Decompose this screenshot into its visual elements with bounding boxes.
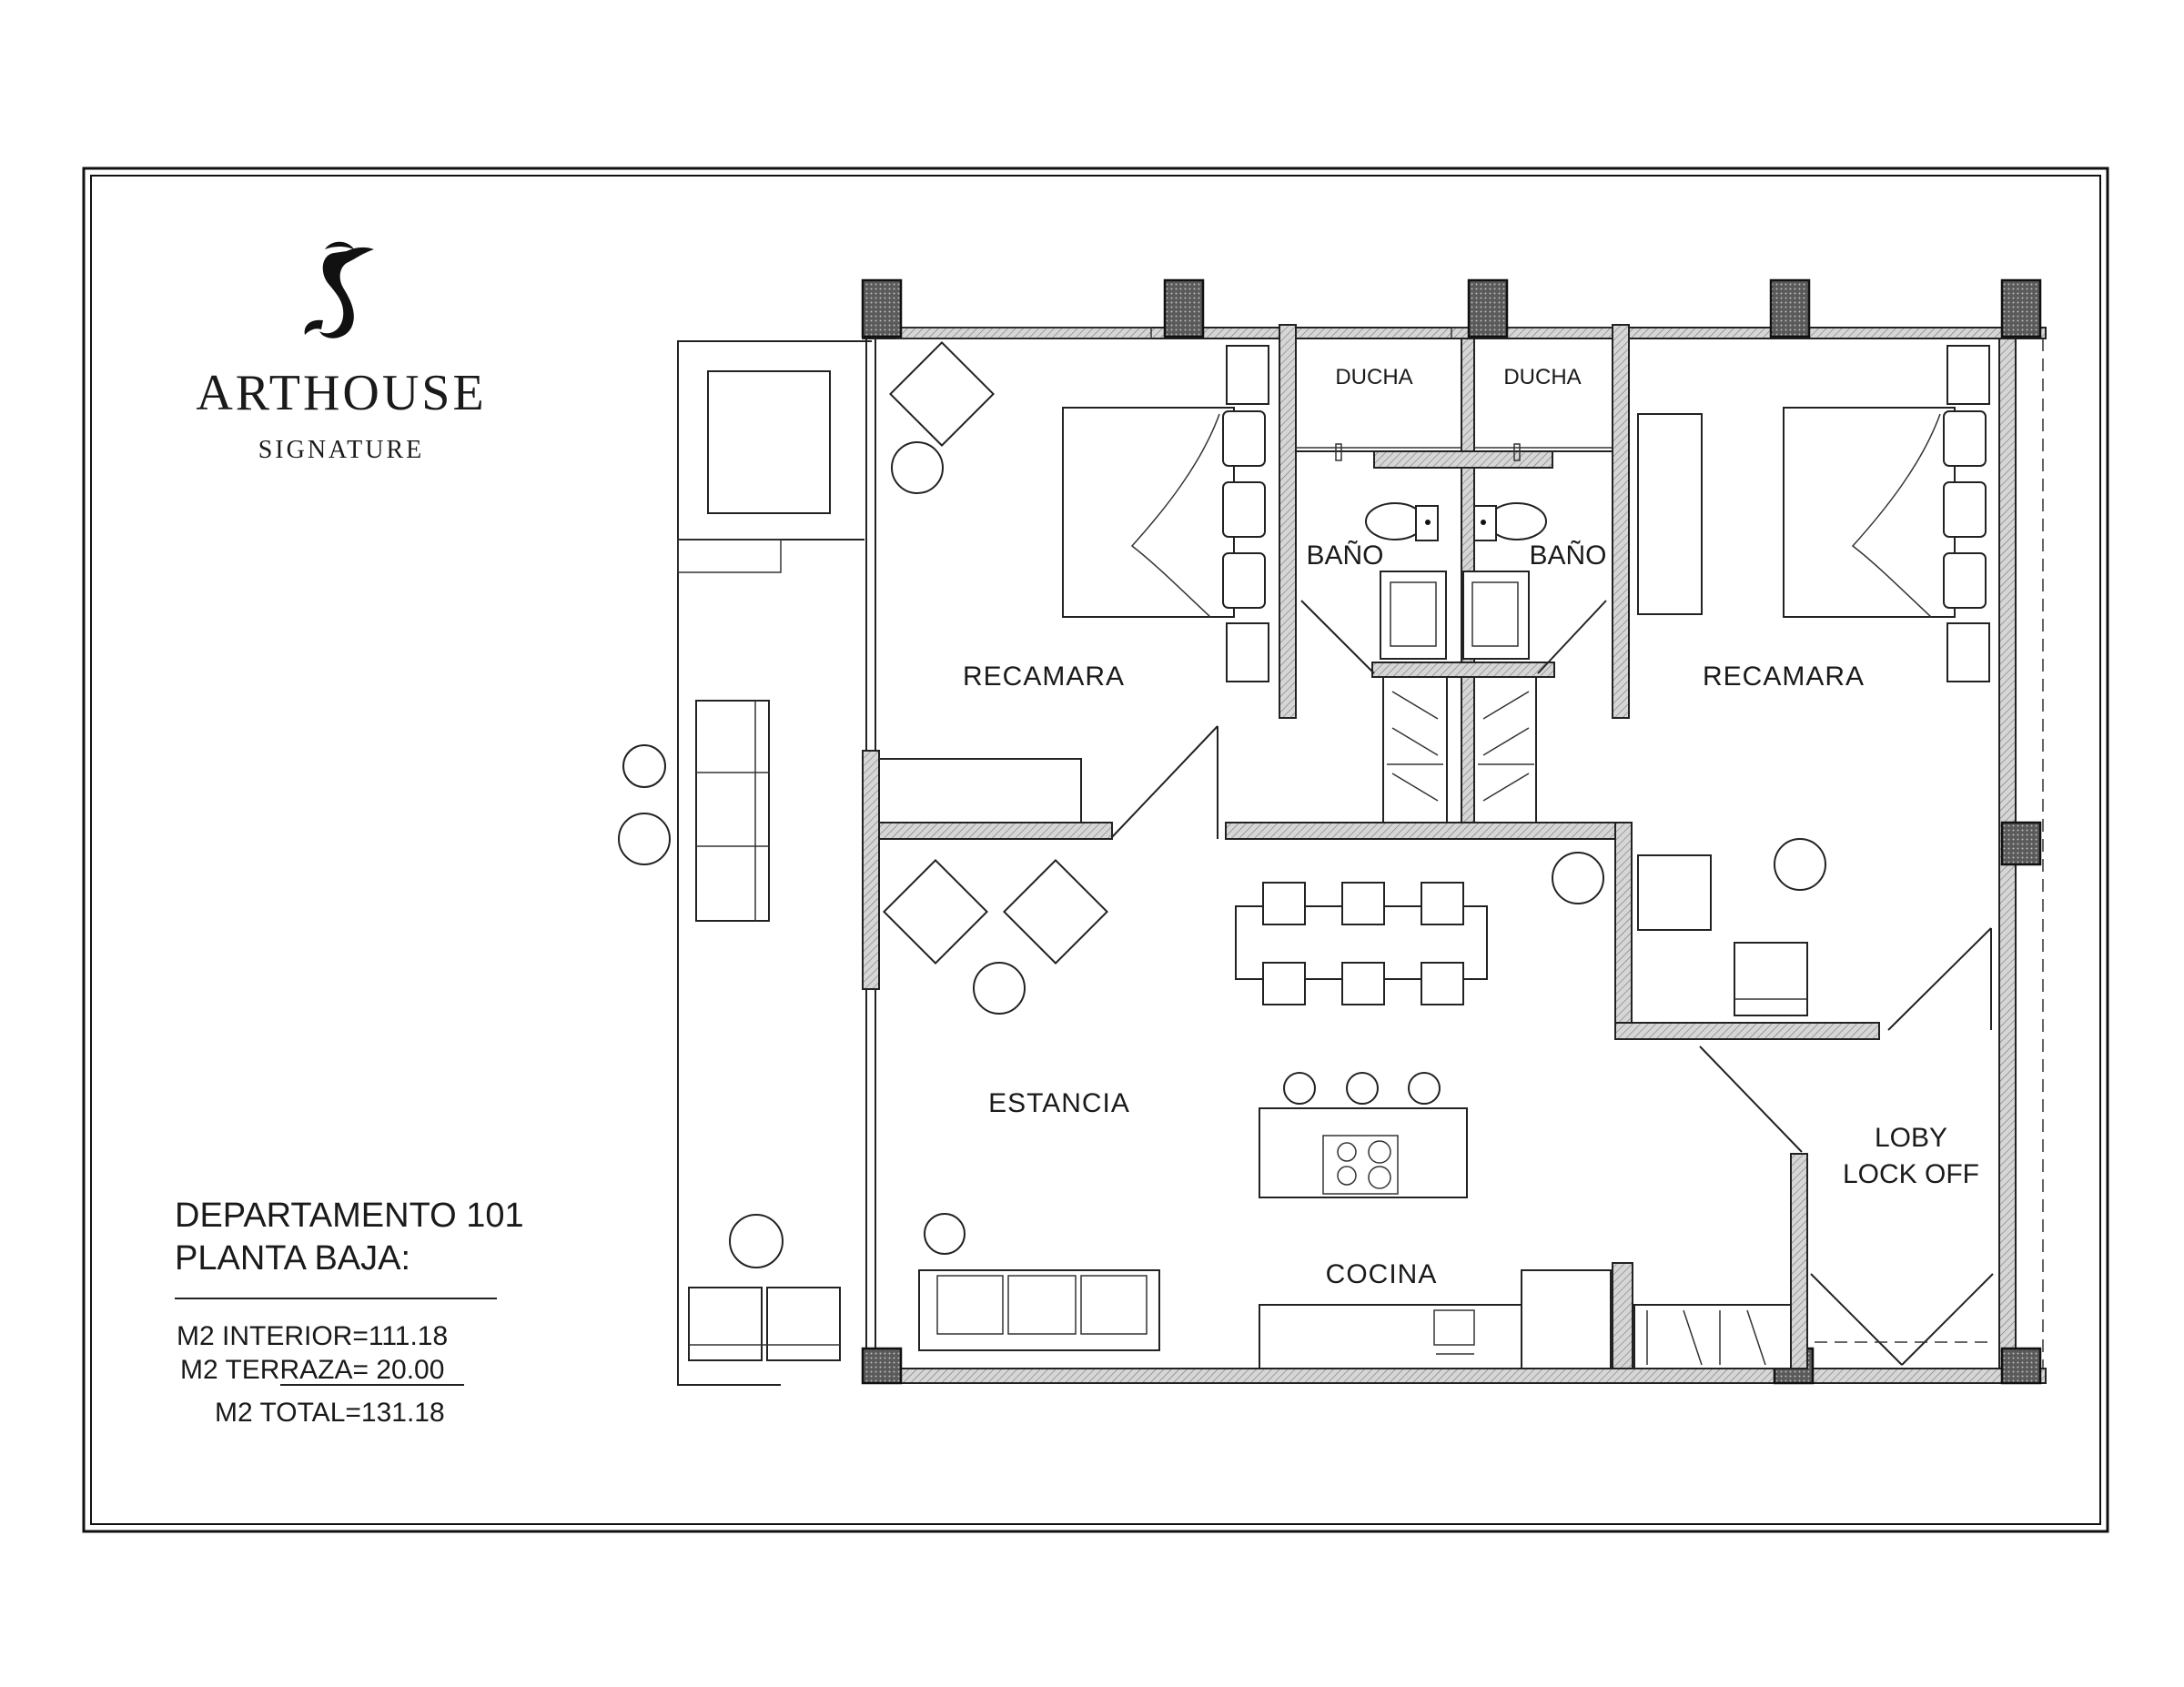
unit-subtitle: PLANTA BAJA: xyxy=(175,1239,410,1278)
terrace xyxy=(618,340,872,1386)
room-labels: RECAMARA RECAMARA DUCHA DUCHA BAÑO BAÑO … xyxy=(963,365,1979,1289)
terrace-stool xyxy=(622,744,666,788)
side-table xyxy=(1774,838,1826,891)
terrace-stool xyxy=(729,1214,784,1268)
bed-right xyxy=(1783,345,1990,682)
floor-plan: RECAMARA RECAMARA DUCHA DUCHA BAÑO BAÑO … xyxy=(618,278,2047,1386)
kitchen-island xyxy=(1259,1072,1468,1198)
column xyxy=(1769,278,1811,338)
sink-right xyxy=(1462,571,1530,660)
area-total: M2 TOTAL=131.18 xyxy=(215,1398,445,1428)
brand-tagline: SIGNATURE xyxy=(258,436,425,464)
toilet-right xyxy=(1473,502,1547,541)
armchair xyxy=(1003,859,1108,965)
column xyxy=(2000,1347,2042,1385)
unit-title: DEPARTAMENTO 101 xyxy=(175,1197,524,1235)
armchair xyxy=(889,341,995,447)
room-label-estancia: ESTANCIA xyxy=(988,1088,1130,1118)
column xyxy=(2000,278,2042,338)
room-label-bano-left: BAÑO xyxy=(1306,540,1383,571)
interior-walls xyxy=(878,324,1880,1369)
terrace-stool xyxy=(618,813,671,865)
armchair xyxy=(883,859,988,965)
terrace-planter xyxy=(707,370,831,514)
living-dining-furniture xyxy=(883,852,1792,1369)
kitchen-counter xyxy=(1259,1269,1612,1369)
armchair xyxy=(1637,854,1712,931)
terrace-lounger xyxy=(688,1287,841,1361)
bathroom-fixtures xyxy=(1296,443,1613,823)
column xyxy=(1467,278,1509,338)
column xyxy=(861,278,903,338)
room-label-lock-off: LOCK OFF xyxy=(1843,1159,1979,1189)
room-label-loby: LOBY xyxy=(1875,1123,1947,1153)
side-table xyxy=(1552,852,1604,904)
desk xyxy=(878,758,1082,823)
column xyxy=(1163,278,1205,338)
area-interior: M2 INTERIOR=111.18 xyxy=(177,1321,448,1351)
sofa xyxy=(918,1269,1160,1351)
area-terraza: M2 TERRAZA= 20.00 xyxy=(180,1355,444,1385)
side-table xyxy=(924,1213,966,1255)
dining-table xyxy=(1235,882,1488,1005)
room-label-cocina: COCINA xyxy=(1326,1259,1438,1289)
room-label-ducha-left: DUCHA xyxy=(1335,365,1412,389)
left-bedroom-furniture xyxy=(878,341,1269,823)
desk-chair xyxy=(1734,942,1808,1016)
side-table xyxy=(973,962,1026,1015)
room-label-recamara-left: RECAMARA xyxy=(963,662,1125,692)
closet-left xyxy=(1382,676,1448,823)
room-label-recamara-right: RECAMARA xyxy=(1703,662,1865,692)
unit-info: DEPARTAMENTO 101 PLANTA BAJA: M2 INTERIO… xyxy=(175,1197,524,1428)
sheet-border xyxy=(82,167,2109,1533)
closet-right xyxy=(1473,676,1537,823)
side-table xyxy=(891,441,944,494)
right-bedroom-furniture xyxy=(1637,345,1990,1016)
toilet-left xyxy=(1365,502,1439,541)
brand-block: ARTHOUSE SIGNATURE xyxy=(196,241,486,464)
mermaid-logo-icon xyxy=(304,241,374,338)
terrace-sofa xyxy=(695,700,770,922)
bed-left xyxy=(1062,345,1269,682)
wardrobe xyxy=(1637,413,1703,615)
doors xyxy=(1111,600,1995,1366)
column xyxy=(2000,821,2042,866)
room-label-ducha-right: DUCHA xyxy=(1503,365,1581,389)
brand-name: ARTHOUSE xyxy=(196,365,486,421)
column xyxy=(861,1347,903,1385)
room-label-bano-right: BAÑO xyxy=(1529,540,1606,571)
sink-left xyxy=(1380,571,1447,660)
lobby-storage xyxy=(1633,1304,1792,1369)
